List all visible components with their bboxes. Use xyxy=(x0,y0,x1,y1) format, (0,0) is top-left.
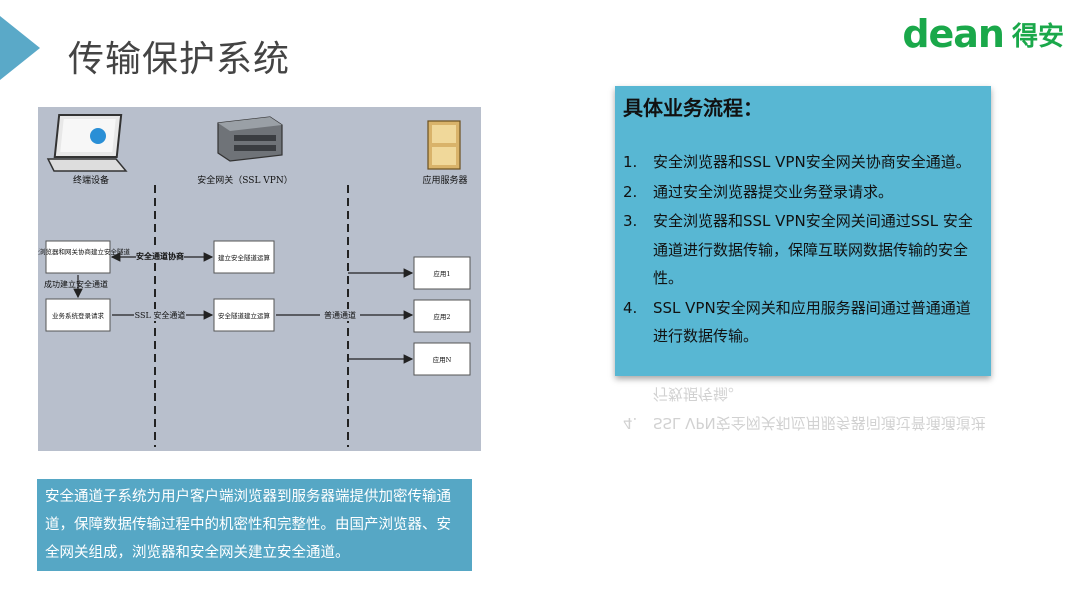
tunnel-negotiation-label: 安全通道协商 xyxy=(136,251,184,261)
process-step: 3. 安全浏览器和SSL VPN安全网关间通过SSL 安全通道进行数据传输，保障… xyxy=(623,212,973,287)
process-heading: 具体业务流程： xyxy=(623,96,763,120)
diagram-svg: 终端设备 安全网关（SSL VPN） 应用服务器 安全浏览器和网关协商建立安全隧… xyxy=(38,114,471,447)
negotiate-box xyxy=(45,240,111,274)
app-server-label: 应用服务器 xyxy=(422,174,467,186)
process-card: 具体业务流程： 1. 安全浏览器和SSL VPN安全网关协商安全通道。 2. 通… xyxy=(615,86,991,376)
negotiate-box-text: 安全浏览器和网关协商建立安全隧道 xyxy=(38,247,131,256)
reflection-step: 4. SSL VPN安全网关和应用服务器间通过普通通道进行数据传输。 xyxy=(623,385,986,433)
process-steps: 1. 安全浏览器和SSL VPN安全网关协商安全通道。 2. 通过安全浏览器提交… xyxy=(623,148,985,352)
process-card-reflection: 4. SSL VPN安全网关和应用服务器间通过普通通道进行数据传输。 xyxy=(615,380,991,470)
app2-text: 应用2 xyxy=(433,312,450,321)
title-chevron-icon xyxy=(0,16,40,80)
laptop-icon xyxy=(46,114,128,172)
process-step: 2. 通过安全浏览器提交业务登录请求。 xyxy=(623,182,894,201)
architecture-diagram: 终端设备 安全网关（SSL VPN） 应用服务器 安全浏览器和网关协商建立安全隧… xyxy=(38,107,481,451)
description-box: 安全通道子系统为用户客户端浏览器到服务器端提供加密传输通道，保障数据传输过程中的… xyxy=(37,479,472,571)
gateway-label: 安全网关（SSL VPN） xyxy=(197,174,292,186)
normal-channel-label: 普通通道 xyxy=(324,310,356,320)
app1-text: 应用1 xyxy=(433,269,450,278)
app1-box xyxy=(413,256,471,290)
appn-text: 应用N xyxy=(433,355,452,364)
establish-box-2 xyxy=(213,298,275,332)
logo-text: dean xyxy=(902,12,1005,56)
terminal-label: 终端设备 xyxy=(73,174,109,186)
process-step: 4. SSL VPN安全网关和应用服务器间通过普通通道进行数据传输。 xyxy=(623,298,971,346)
brand-logo: dean 得安 xyxy=(902,12,1064,56)
page-title: 传输保护系统 xyxy=(68,39,291,80)
ssl-channel-label: SSL 安全通道 xyxy=(135,310,186,320)
process-step: 1. 安全浏览器和SSL VPN安全网关协商安全通道。 xyxy=(623,153,971,171)
established-label: 成功建立安全通道 xyxy=(44,279,108,289)
gateway-server-icon xyxy=(217,116,283,162)
app-server-icon xyxy=(427,120,461,170)
business-box-text: 业务系统登录请求 xyxy=(52,311,105,320)
establish-box xyxy=(213,240,275,274)
establish-box-2-text: 安全隧道建立运算 xyxy=(218,311,271,320)
app2-box xyxy=(413,299,471,333)
establish-box-text: 建立安全隧道运算 xyxy=(218,253,271,262)
appn-box xyxy=(413,342,471,376)
logo-cn-text: 得安 xyxy=(1011,21,1064,52)
business-box xyxy=(45,298,111,332)
